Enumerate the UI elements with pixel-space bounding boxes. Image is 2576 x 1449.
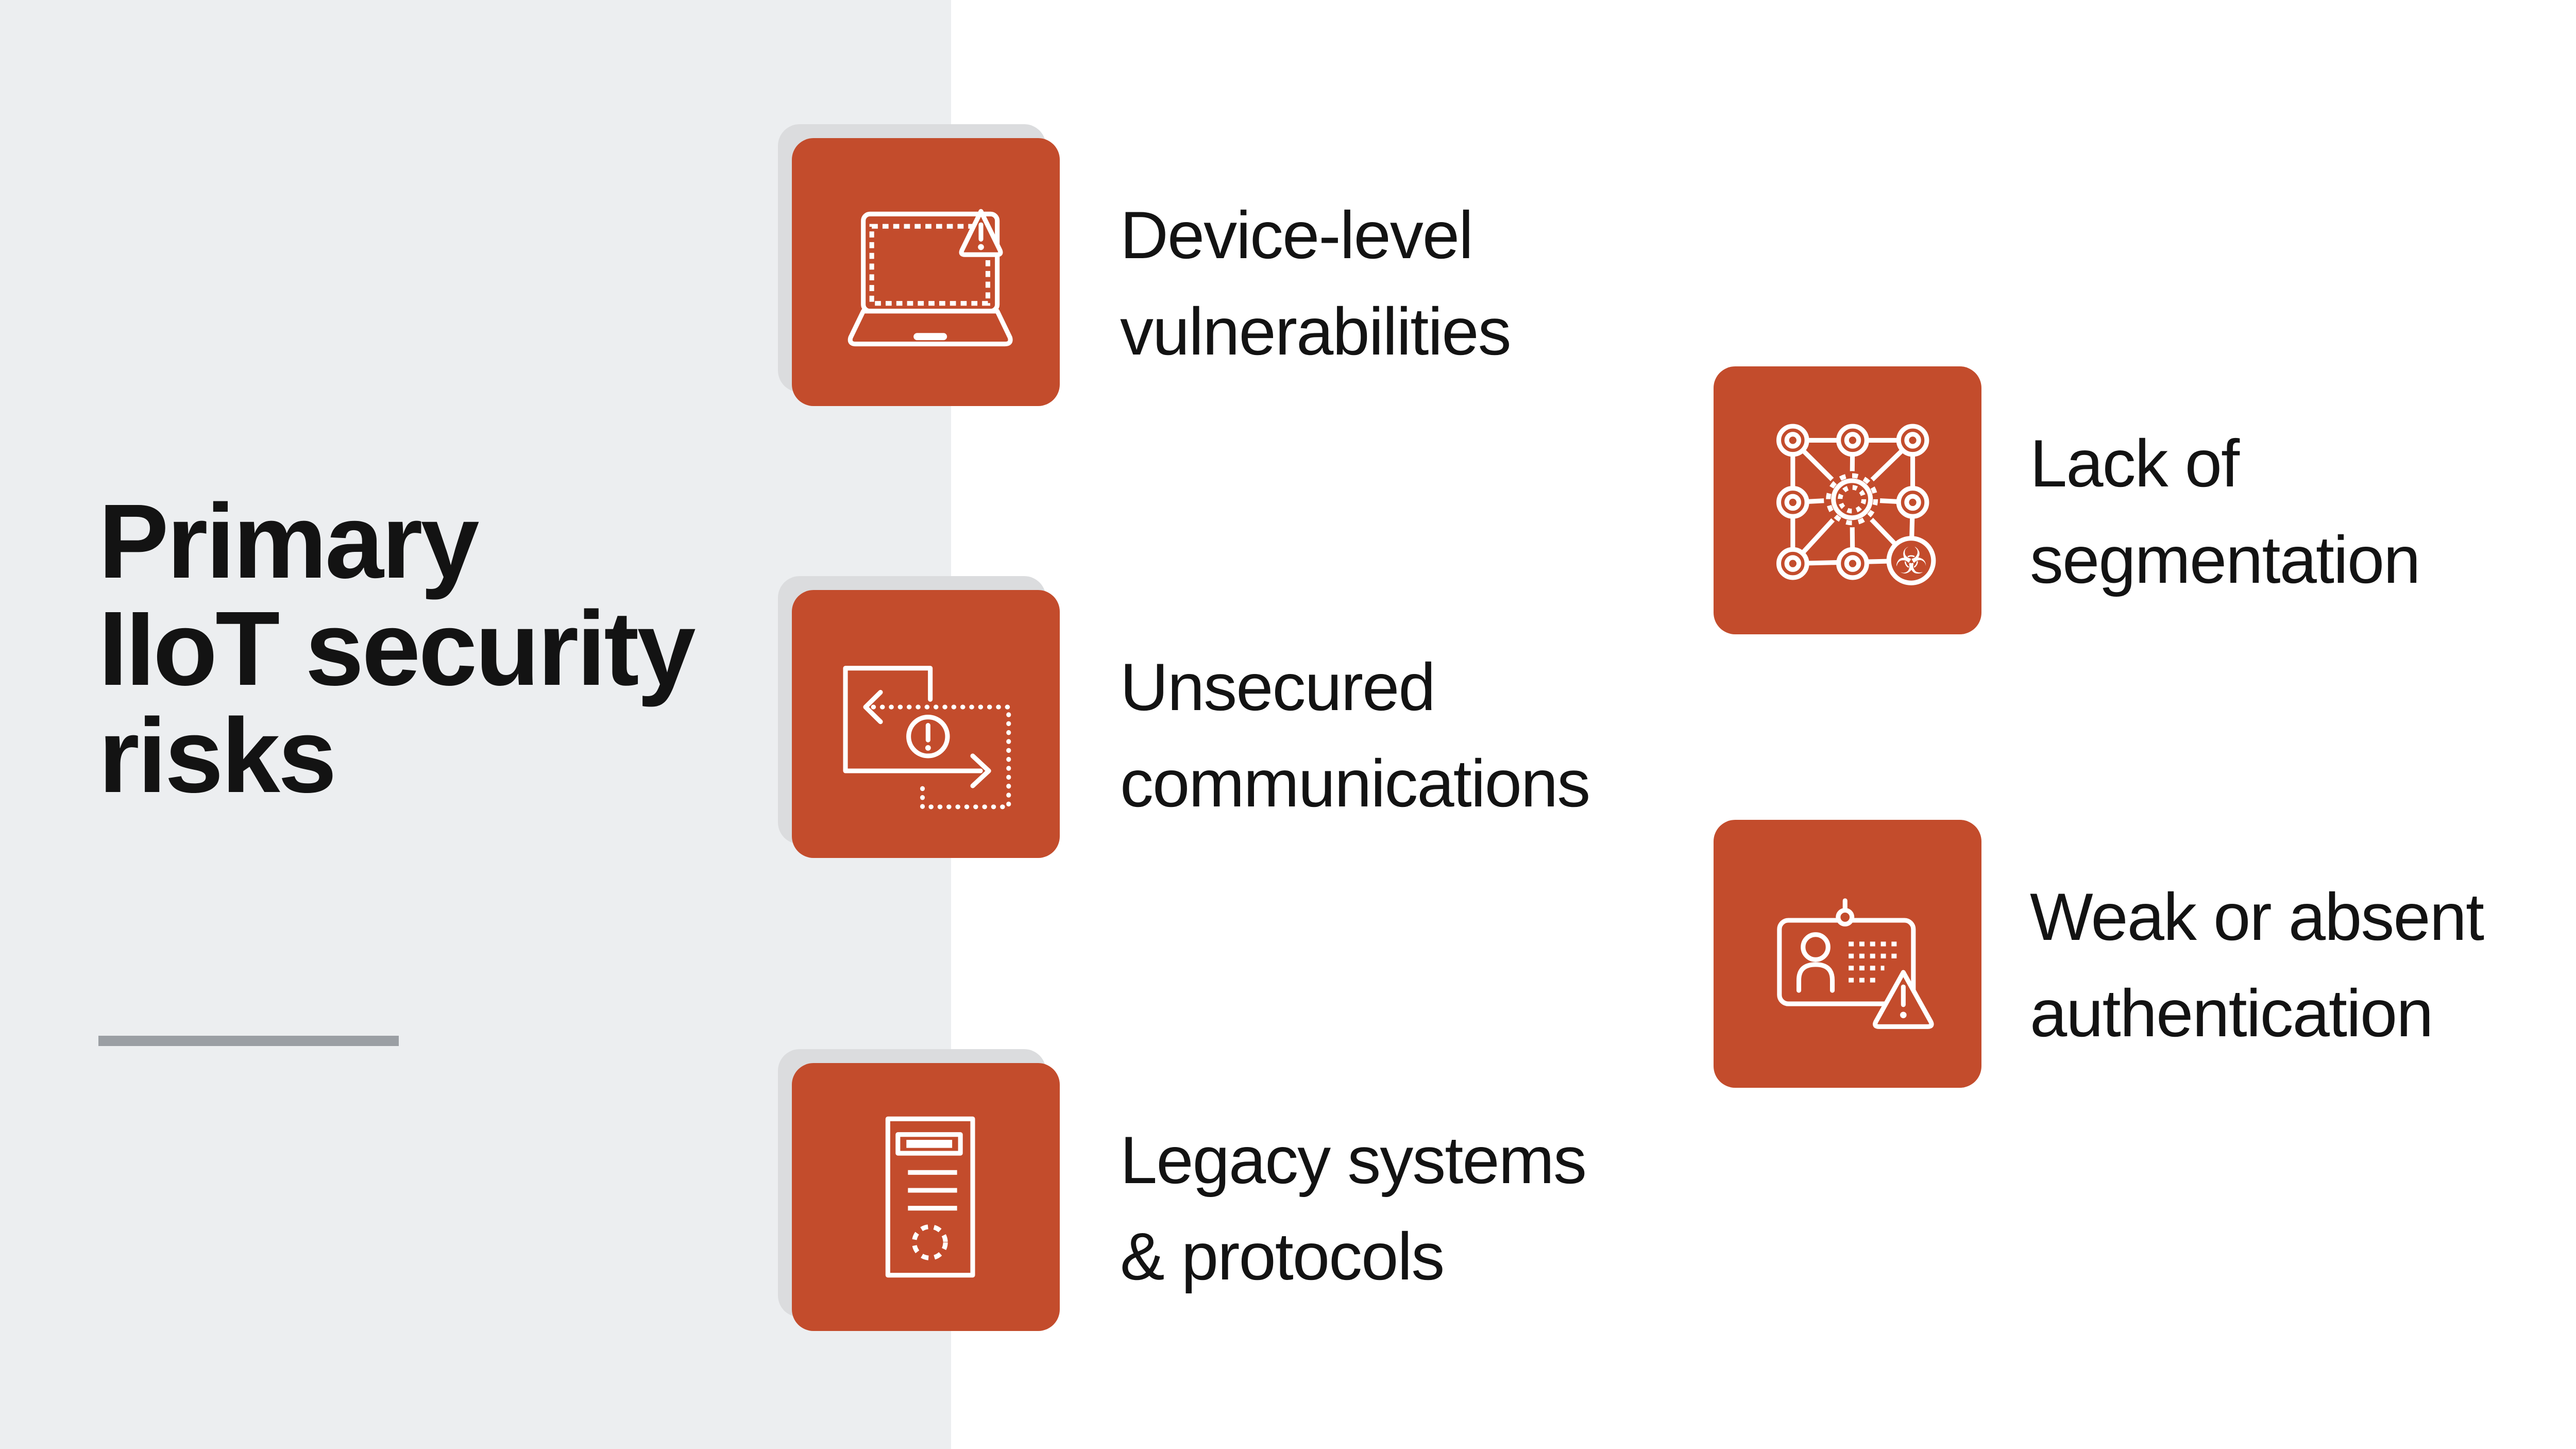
network-gear-biohazard-icon: ☣ [1776, 424, 1936, 585]
risk-tile [792, 138, 1060, 406]
risk-label: Device-level vulnerabilities [1120, 197, 1512, 369]
title-underline [98, 1036, 399, 1046]
svg-text:☣: ☣ [1894, 540, 1927, 582]
data-exchange-warning-icon [843, 666, 1011, 810]
risk-tile: ☣ [1714, 366, 1981, 634]
page-title-line: IIoT security [98, 589, 696, 707]
risk-label: Legacy systems & protocols [1120, 1122, 1587, 1294]
server-tower-icon [885, 1116, 975, 1278]
page-title-line: Primary [98, 482, 480, 600]
risk-label: Weak or absent authentication [2030, 879, 2484, 1051]
risk-tile [1714, 820, 1981, 1088]
risk-label: Lack of segmentation [2030, 426, 2421, 597]
page-title-line: risks [98, 697, 337, 815]
risk-tile [792, 590, 1060, 858]
biohazard-icon: ☣ [1886, 536, 1936, 585]
risk-label: Unsecured communications [1120, 649, 1590, 821]
gear-icon [1824, 471, 1880, 528]
laptop-warning-icon [848, 209, 1013, 347]
risk-tile [792, 1063, 1060, 1331]
id-badge-warning-icon [1777, 898, 1934, 1029]
page-title: Primary IIoT security risks [98, 488, 902, 810]
